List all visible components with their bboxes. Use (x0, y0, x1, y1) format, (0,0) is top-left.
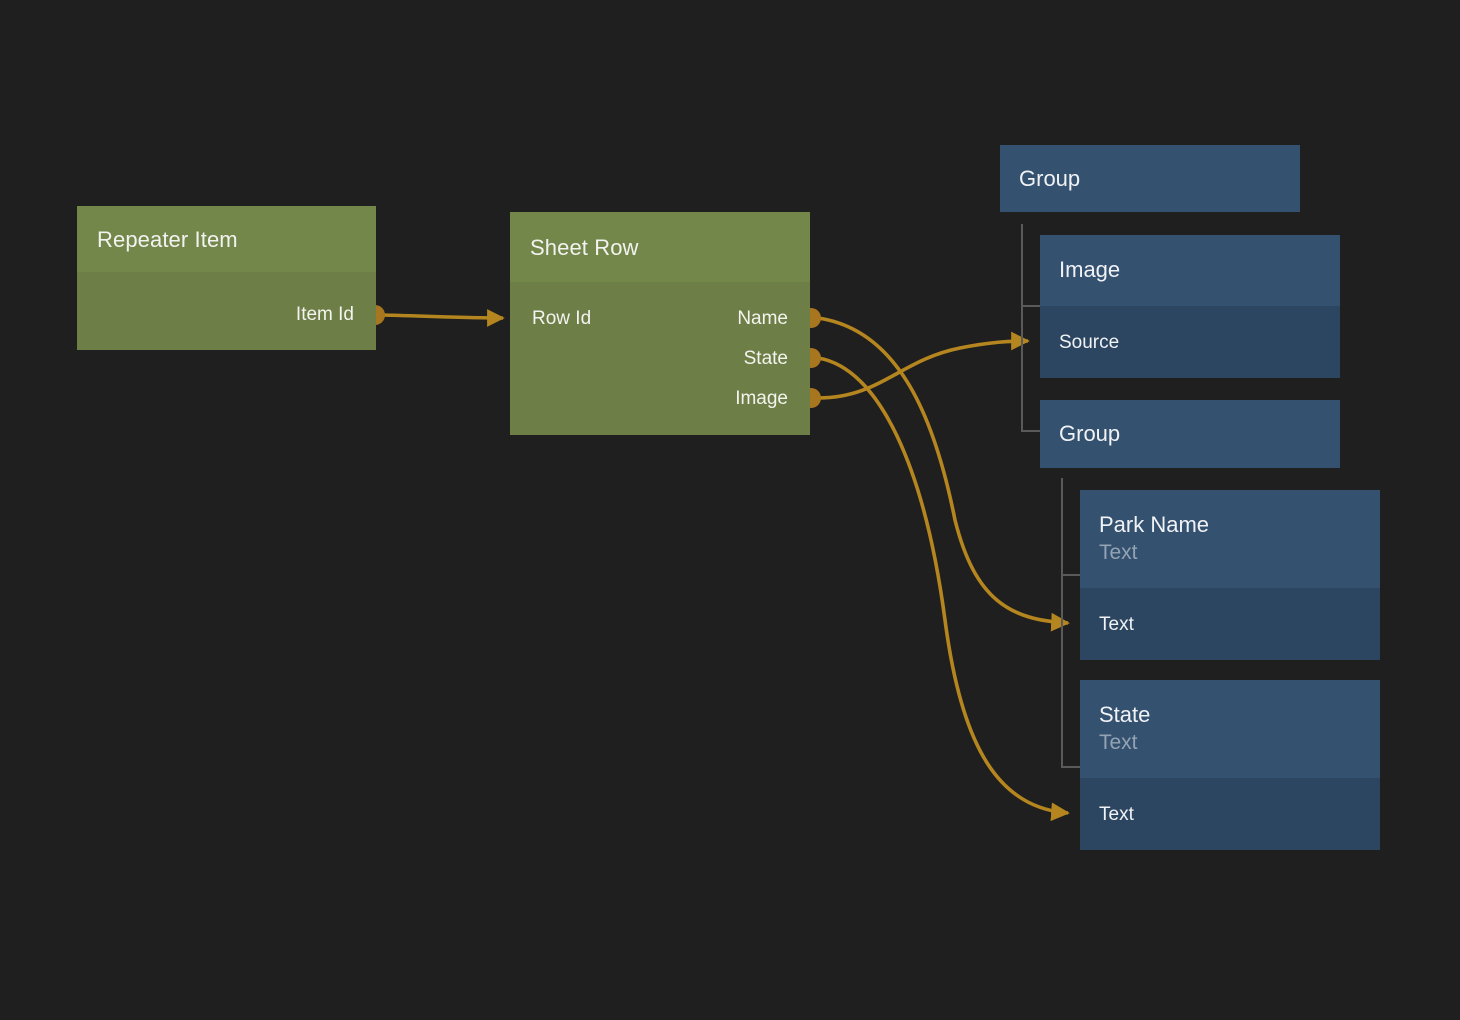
tree-tick-state (1061, 766, 1080, 768)
port-label-state-text[interactable]: Text (1099, 804, 1134, 825)
node-title-image: Image (1059, 257, 1121, 282)
edge-state-to-state-text (817, 356, 1070, 822)
edge-name-to-parkname-text (817, 316, 1070, 632)
tree-rail-group-bottom (1061, 478, 1063, 768)
node-title-sheet-row: Sheet Row (530, 235, 639, 260)
port-label-row-id[interactable]: Row Id (532, 308, 592, 329)
tree-tick-image (1021, 305, 1040, 307)
node-title-park-name: Park Name (1099, 512, 1210, 537)
tree-rail-group-top (1021, 224, 1023, 432)
node-title-repeater-item: Repeater Item (97, 227, 238, 252)
node-header-group-bottom: Group (1040, 400, 1340, 468)
port-label-source[interactable]: Source (1059, 332, 1120, 353)
node-header-sheet-row: Sheet Row (510, 212, 810, 282)
node-body-sheet-row: Row Id Name State Image (510, 282, 810, 435)
node-repeater-item[interactable]: Repeater Item Item Id (77, 206, 376, 350)
port-label-image[interactable]: Image (735, 388, 788, 409)
tree-tick-park-name (1061, 574, 1080, 576)
node-header-group-top: Group (1000, 145, 1300, 212)
node-header-repeater-item: Repeater Item (77, 206, 376, 272)
port-label-park-name-text[interactable]: Text (1099, 614, 1134, 635)
node-subtitle-park-name: Text (1099, 541, 1138, 564)
node-body-image: Source (1040, 306, 1340, 378)
edge-image-to-source (817, 331, 1030, 400)
tree-tick-group-bottom (1021, 430, 1040, 432)
node-group-bottom[interactable]: Group (1040, 400, 1340, 468)
node-subtitle-state: Text (1099, 731, 1138, 754)
node-title-group-top: Group (1019, 166, 1081, 191)
node-sheet-row[interactable]: Sheet Row Row Id Name State Image (510, 212, 810, 435)
node-body-park-name: Text (1080, 588, 1380, 660)
port-label-name[interactable]: Name (737, 308, 788, 329)
node-body-repeater-item: Item Id (77, 272, 376, 350)
port-label-state[interactable]: State (743, 348, 788, 369)
node-header-state: State Text (1080, 680, 1380, 778)
port-label-item-id[interactable]: Item Id (295, 304, 354, 325)
node-body-state: Text (1080, 778, 1380, 850)
node-image[interactable]: Image Source (1040, 235, 1340, 378)
node-title-state: State (1099, 702, 1151, 727)
node-header-image: Image (1040, 235, 1340, 306)
node-header-park-name: Park Name Text (1080, 490, 1380, 588)
node-group-top[interactable]: Group (1000, 145, 1300, 212)
node-state[interactable]: State Text Text (1080, 680, 1380, 850)
node-title-group-bottom: Group (1059, 421, 1121, 446)
edge-itemid-to-rowid (380, 309, 505, 327)
node-park-name[interactable]: Park Name Text Text (1080, 490, 1380, 660)
